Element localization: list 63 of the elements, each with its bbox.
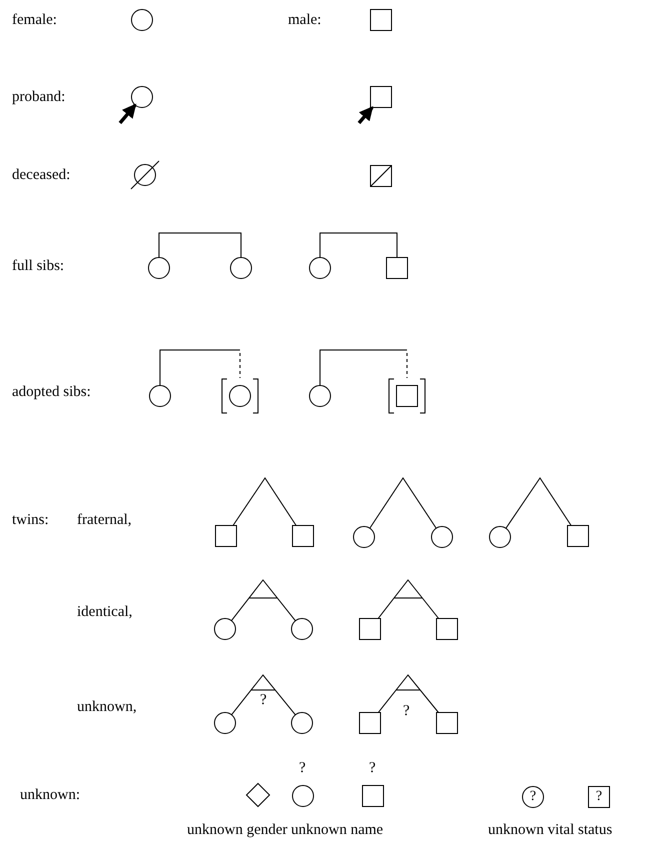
sibship-line bbox=[160, 350, 240, 386]
proband-arrow bbox=[358, 106, 374, 124]
circle-symbol bbox=[353, 526, 375, 548]
circle-symbol bbox=[291, 712, 313, 734]
circle-symbol bbox=[291, 618, 313, 640]
deceased-circle-symbol bbox=[130, 160, 160, 190]
circle-symbol bbox=[148, 257, 170, 279]
question-mark: ? bbox=[299, 760, 306, 776]
square-symbol bbox=[215, 525, 237, 547]
sibship-line bbox=[320, 350, 408, 386]
square-symbol bbox=[436, 712, 458, 734]
circle-symbol bbox=[230, 257, 252, 279]
symbol-caption: unknown name bbox=[291, 822, 384, 838]
row-label: twins: bbox=[12, 512, 49, 528]
row-label: unknown: bbox=[20, 787, 80, 803]
row-label: male: bbox=[288, 12, 322, 28]
circle-symbol bbox=[149, 385, 171, 407]
row-label: full sibs: bbox=[12, 258, 64, 274]
twin-line bbox=[231, 674, 296, 716]
row-label: proband: bbox=[12, 89, 66, 105]
square-symbol bbox=[359, 618, 381, 640]
circle-symbol bbox=[214, 618, 236, 640]
circle-symbol bbox=[292, 785, 314, 807]
circle-symbol bbox=[309, 385, 331, 407]
question-mark: ? bbox=[369, 760, 376, 776]
row-label: adopted sibs: bbox=[12, 384, 91, 400]
row-label: fraternal, bbox=[77, 512, 132, 528]
symbol-caption: unknown vital status bbox=[488, 822, 612, 838]
row-label: unknown, bbox=[77, 699, 137, 715]
twin-line bbox=[369, 477, 437, 529]
diamond-symbol bbox=[246, 783, 270, 807]
circle-symbol bbox=[214, 712, 236, 734]
square-symbol bbox=[370, 9, 392, 31]
circle-symbol bbox=[309, 257, 331, 279]
question-mark: ? bbox=[260, 692, 267, 708]
question-mark: ? bbox=[403, 703, 410, 719]
twin-line bbox=[232, 477, 297, 526]
sibship-line bbox=[158, 232, 242, 258]
row-label: female: bbox=[12, 12, 57, 28]
square-symbol bbox=[567, 525, 589, 547]
square-symbol bbox=[292, 525, 314, 547]
adopted-square-symbol bbox=[388, 378, 426, 414]
row-label: deceased: bbox=[12, 167, 70, 183]
circle-symbol bbox=[131, 9, 153, 31]
circle-symbol bbox=[431, 526, 453, 548]
circle-symbol bbox=[489, 526, 511, 548]
twin-line bbox=[230, 579, 296, 622]
circle-symbol bbox=[131, 86, 153, 108]
row-label: identical, bbox=[77, 604, 132, 620]
adopted-circle-symbol bbox=[221, 378, 259, 414]
twin-line bbox=[378, 579, 440, 619]
symbol-caption: unknown gender bbox=[187, 822, 288, 838]
twin-line bbox=[505, 477, 572, 529]
sibship-line bbox=[320, 232, 398, 258]
square-symbol bbox=[436, 618, 458, 640]
square-symbol bbox=[362, 785, 384, 807]
circle-symbol: ? bbox=[522, 786, 544, 808]
proband-arrow bbox=[118, 104, 137, 124]
square-symbol bbox=[386, 257, 408, 279]
square-symbol bbox=[370, 86, 392, 108]
twin-line bbox=[378, 674, 439, 713]
square-symbol bbox=[359, 712, 381, 734]
square-symbol: ? bbox=[588, 786, 610, 808]
